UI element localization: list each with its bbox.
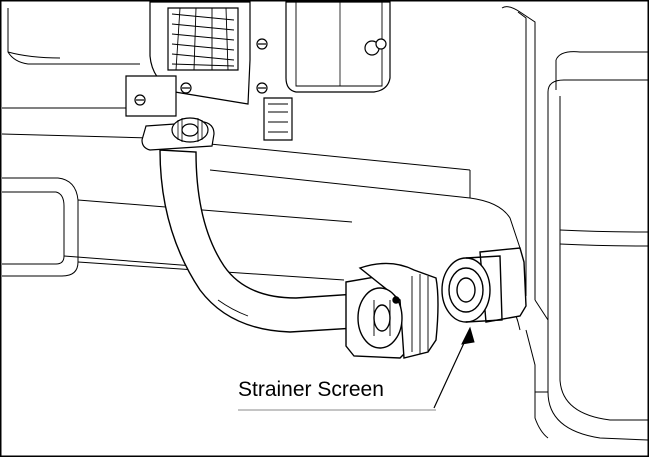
mount-bracket xyxy=(125,75,177,117)
strainer-screen-label: Strainer Screen xyxy=(238,378,384,401)
strainer-fitting xyxy=(441,247,527,323)
hose-clamp xyxy=(141,117,215,151)
control-box xyxy=(285,1,391,93)
coupling-nut xyxy=(345,262,439,359)
inlet-hose xyxy=(159,149,357,333)
pump-outlet-nipple xyxy=(263,97,293,141)
callout-leader xyxy=(238,326,475,411)
